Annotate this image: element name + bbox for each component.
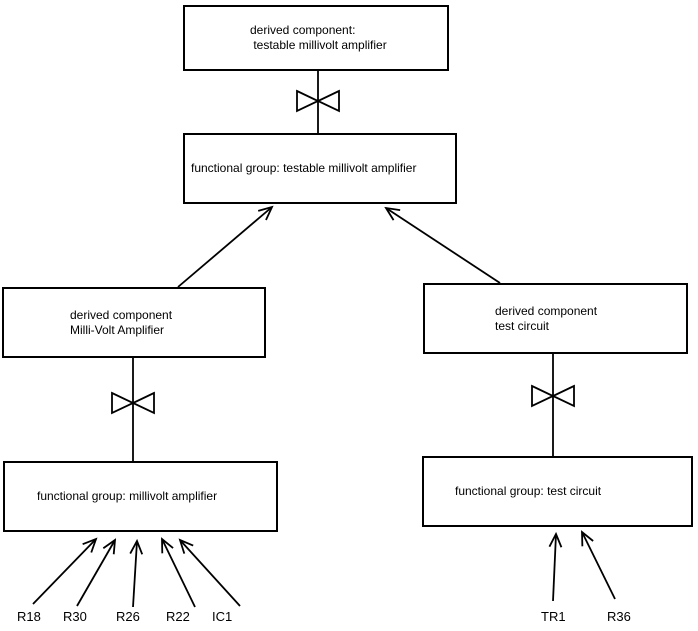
box-text-line: derived component — [70, 307, 173, 322]
box-derived-component-milli-volt-amplifier: derived component Milli-Volt Amplifier — [2, 287, 266, 358]
box-functional-group-test-circuit: functional group: test circuit — [422, 456, 693, 527]
arrow-r26-to-fg-mv — [133, 541, 137, 608]
leaf-label-r26: R26 — [116, 609, 140, 624]
bowtie-icon — [296, 89, 340, 113]
arrow-derived-tc-to-fg-testable — [386, 208, 501, 284]
box-text-line: Milli-Volt Amplifier — [70, 322, 165, 337]
arrow-r36-to-fg-tc — [582, 532, 616, 600]
box-functional-group-millivolt-amplifier: functional group: millivolt amplifier — [3, 461, 278, 532]
leaf-label-r22: R22 — [166, 609, 190, 624]
box-derived-component-test-circuit: derived component test circuit — [423, 283, 688, 354]
arrow-ic1-to-fg-mv — [180, 540, 241, 607]
arrow-derived-mv-to-fg-testable — [177, 207, 272, 288]
leaf-label-r18: R18 — [17, 609, 41, 624]
box-text-line: derived component — [495, 303, 598, 318]
arrow-r22-to-fg-mv — [162, 539, 196, 608]
box-functional-group-testable-millivolt-amplifier: functional group: testable millivolt amp… — [183, 133, 457, 204]
arrow-r18-to-fg-mv — [32, 539, 96, 605]
box-text-line: functional group: testable millivolt amp… — [191, 161, 417, 175]
box-text-line: functional group: test circuit — [455, 484, 602, 498]
box-derived-component-testable-millivolt-amplifier: derived component: testable millivolt am… — [183, 5, 449, 71]
bowtie-icon — [531, 384, 575, 408]
arrow-tr1-to-fg-tc — [553, 534, 556, 602]
leaf-label-ic1: IC1 — [212, 609, 233, 624]
box-text-line: functional group: millivolt amplifier — [37, 489, 218, 503]
box-text-line: derived component: — [250, 23, 356, 37]
arrow-r30-to-fg-mv — [76, 540, 115, 607]
box-text-line: test circuit — [495, 318, 550, 333]
bowtie-icon — [111, 391, 155, 415]
leaf-label-r36: R36 — [607, 609, 631, 624]
leaf-label-tr1: TR1 — [541, 609, 566, 624]
leaf-label-r30: R30 — [63, 609, 87, 624]
box-text-line: testable millivolt amplifier — [250, 38, 387, 52]
